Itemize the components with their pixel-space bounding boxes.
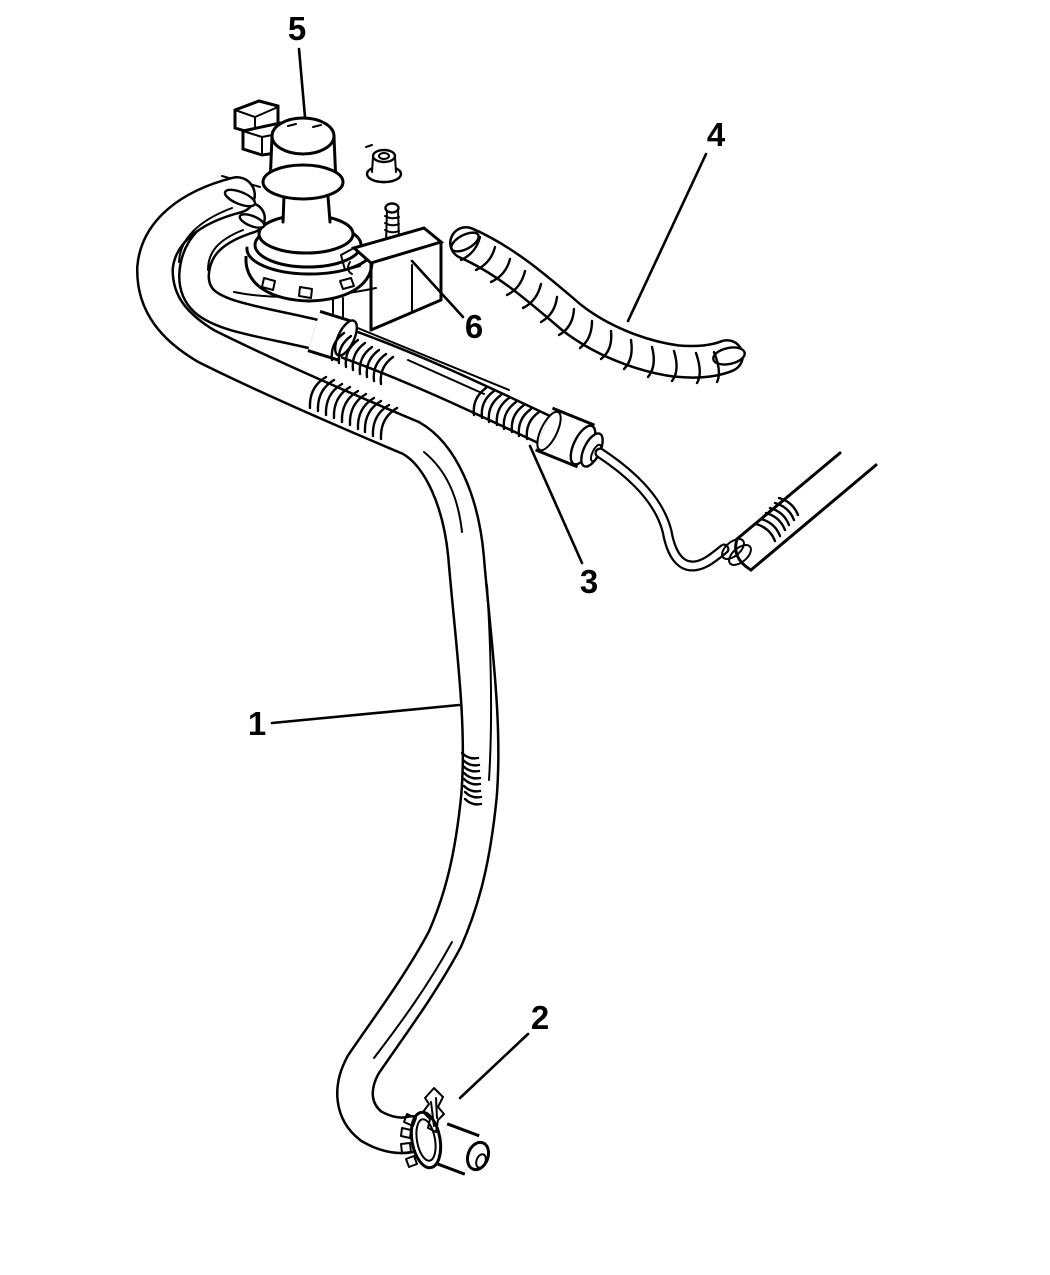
hose-ribs bbox=[308, 331, 541, 806]
mounting-bracket bbox=[340, 202, 445, 332]
hose-clamp-fitting bbox=[400, 1087, 491, 1176]
callout-6: 6 bbox=[465, 308, 483, 345]
purge-valve bbox=[233, 99, 345, 201]
flange-nut bbox=[365, 144, 403, 184]
hose-assembly bbox=[136, 176, 576, 1155]
callout-1: 1 bbox=[248, 705, 266, 742]
callout-3: 3 bbox=[580, 563, 598, 600]
callout-leaders bbox=[270, 47, 708, 1100]
callout-5: 5 bbox=[288, 10, 306, 47]
callout-2: 2 bbox=[531, 999, 549, 1036]
callout-labels: 1 2 3 4 5 6 bbox=[248, 10, 726, 1036]
hose-coupler bbox=[534, 406, 604, 469]
callout-4: 4 bbox=[707, 116, 726, 153]
vapor-tube bbox=[594, 447, 878, 572]
corrugated-hose bbox=[449, 226, 746, 385]
